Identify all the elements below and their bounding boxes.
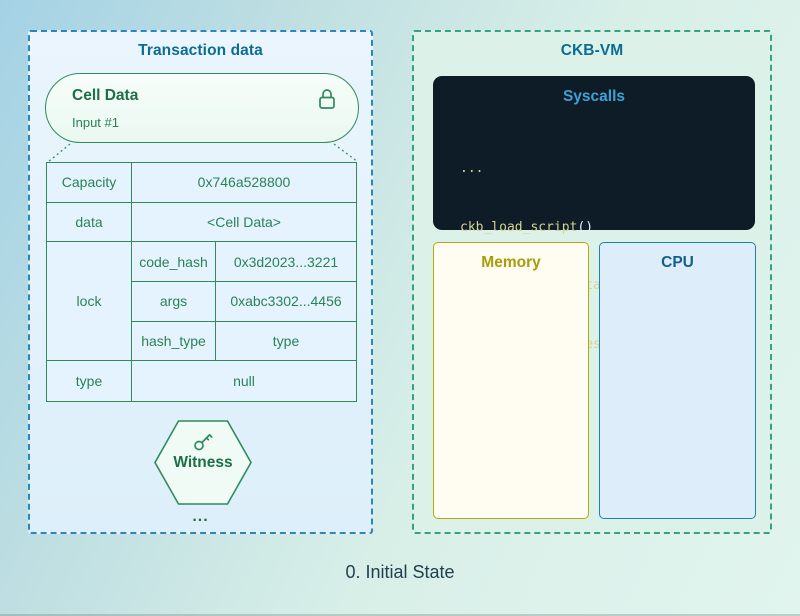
figure-caption: 0. Initial State bbox=[345, 562, 455, 582]
cpu-box: CPU bbox=[599, 242, 756, 519]
table-value-code-hash: 0x3d2023...3221 bbox=[216, 242, 356, 282]
code-line: ckb_load_script() bbox=[460, 219, 594, 235]
syscalls-block: Syscalls ... ckb_load_script() ckb_load_… bbox=[433, 76, 755, 410]
witness-ellipsis: ... bbox=[192, 508, 209, 525]
table-value-hash-type: type bbox=[216, 322, 356, 362]
witness-label: Witness bbox=[173, 454, 233, 471]
table-label-data: data bbox=[47, 202, 132, 243]
table-value-capacity: 0x746a528800 bbox=[132, 163, 356, 203]
cell-data-card-title: Cell Data bbox=[72, 87, 139, 104]
code-line: ... bbox=[460, 161, 484, 176]
cpu-label: CPU bbox=[661, 254, 694, 271]
cell-data-card-subtitle: Input #1 bbox=[72, 115, 119, 130]
padlock-icon bbox=[319, 89, 335, 109]
hexagon-shape bbox=[154, 420, 252, 505]
table-key-code-hash: code_hash bbox=[132, 242, 216, 282]
table-key-args: args bbox=[132, 282, 216, 322]
ckb-vm-title: CKB-VM bbox=[560, 42, 624, 59]
bottom-edge-line bbox=[0, 614, 800, 616]
table-key-hash-type: hash_type bbox=[132, 321, 216, 362]
syscalls-title: Syscalls bbox=[562, 88, 626, 105]
table-value-data: <Cell Data> bbox=[132, 203, 356, 243]
ckb-vm-panel: CKB-VM Syscalls ... ckb_load_script() ck… bbox=[412, 30, 772, 534]
dotted-connector bbox=[47, 143, 359, 163]
transaction-data-title: Transaction data bbox=[138, 42, 263, 59]
table-label-capacity: Capacity bbox=[47, 163, 132, 203]
cell-data-card: Cell Data Input #1 bbox=[45, 73, 359, 143]
witness-hexagon: Witness bbox=[154, 420, 252, 505]
cell-fields-table: Capacity 0x746a528800 data <Cell Data> l… bbox=[46, 162, 357, 402]
key-icon bbox=[194, 434, 213, 451]
table-label-type: type bbox=[47, 361, 132, 401]
table-value-type: null bbox=[233, 373, 255, 390]
table-label-lock: lock bbox=[47, 242, 132, 362]
memory-box: Memory bbox=[433, 242, 589, 519]
memory-label: Memory bbox=[481, 254, 541, 271]
transaction-data-panel: Transaction data Cell Data Input #1 Capa… bbox=[28, 30, 373, 534]
table-value-args: 0xabc3302...4456 bbox=[216, 282, 356, 322]
